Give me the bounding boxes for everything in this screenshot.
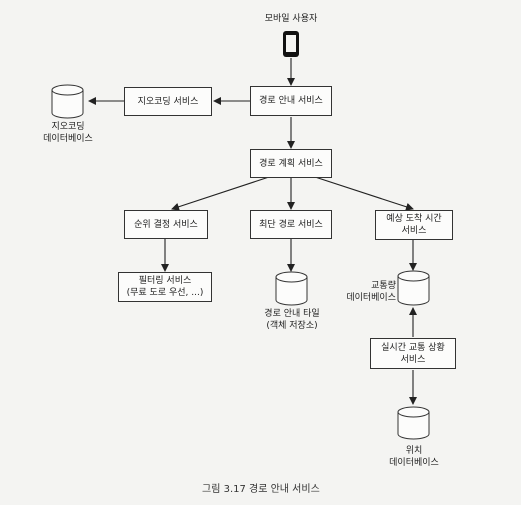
geocoding-db-label: 지오코딩 데이터베이스 — [43, 122, 93, 144]
location-db-label: 위치 데이터베이스 — [389, 446, 439, 468]
ranking-service-box: 순위 결정 서비스 — [124, 210, 208, 239]
route-planning-service-box: 경로 계획 서비스 — [250, 149, 332, 178]
routing-tiles-cylinder — [275, 271, 308, 306]
mobile-user-label: 모바일 사용자 — [264, 14, 318, 24]
realtime-traffic-service-box: 실시간 교통 상황 서비스 — [370, 338, 456, 369]
filter-service-box: 필터링 서비스 (무료 도로 우선, ...) — [118, 272, 212, 302]
traffic-db-label: 교통량 데이터베이스 — [346, 281, 396, 303]
geocoding-service-box: 지오코딩 서비스 — [124, 87, 212, 116]
mobile-phone-icon — [283, 31, 299, 57]
arrow-planning-to-eta — [311, 175, 414, 211]
eta-service-box: 예상 도착 시간 서비스 — [375, 210, 453, 240]
routing-tiles-label: 경로 안내 타일 (객체 저장소) — [264, 309, 320, 331]
figure-caption: 그림 3.17 경로 안내 서비스 — [202, 484, 320, 495]
routing-service-box: 경로 안내 서비스 — [250, 86, 332, 116]
shortest-path-service-box: 최단 경로 서비스 — [250, 210, 332, 239]
traffic-db-cylinder — [397, 270, 430, 306]
geocoding-db-cylinder — [51, 84, 84, 119]
location-db-cylinder — [397, 406, 430, 440]
arrow-planning-to-ranking — [171, 175, 273, 211]
